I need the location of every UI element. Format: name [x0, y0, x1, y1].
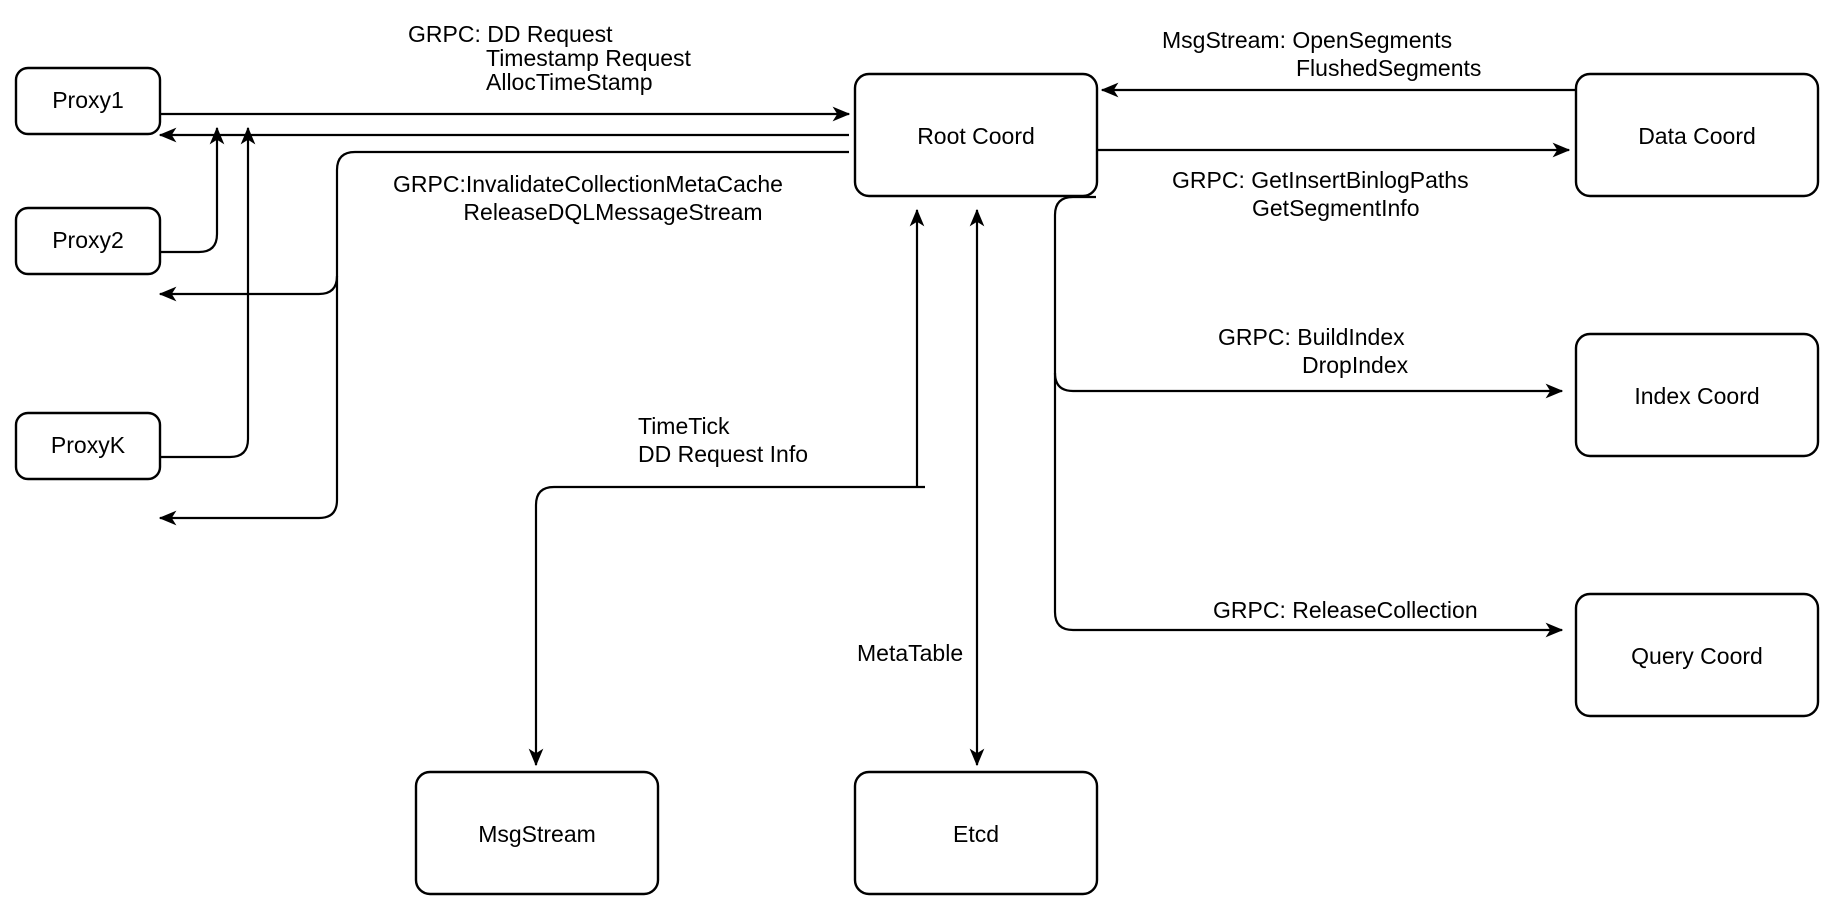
edge-label-proxy-to-root-line2: Timestamp Request — [486, 45, 692, 71]
node-root-coord[interactable] — [853, 72, 1099, 198]
edge-rootcoord-to-proxy2 — [158, 275, 339, 302]
node-msgstream-label: MsgStream — [478, 821, 596, 847]
edge-label-root-to-querycoord-line1: GRPC: ReleaseCollection — [1213, 597, 1478, 623]
edge-label-root-to-datacoord-line2: GetSegmentInfo — [1252, 195, 1420, 221]
edge-label-root-to-msgstream-line2: DD Request Info — [638, 441, 808, 467]
node-data-coord-label: Data Coord — [1638, 123, 1756, 149]
edge-rootcoord-to-indexcoord — [1053, 372, 1564, 399]
edge-proxy2-to-rootcoord — [160, 126, 225, 254]
edge-label-proxy-to-root-line3: AllocTimeStamp — [486, 69, 653, 95]
edge-label-root-to-indexcoord-line1: GRPC: BuildIndex — [1218, 324, 1405, 350]
edge-rootcoord-right-bus — [1053, 195, 1564, 638]
node-proxy1[interactable] — [14, 66, 162, 136]
node-index-coord-label: Index Coord — [1634, 383, 1759, 409]
edge-label-datacoord-to-root-line1: MsgStream: OpenSegments — [1162, 27, 1452, 53]
node-etcd[interactable] — [853, 770, 1099, 896]
node-root-coord-label: Root Coord — [917, 123, 1035, 149]
edge-rootcoord-to-proxyk — [158, 499, 339, 526]
node-proxy2-label: Proxy2 — [52, 227, 124, 253]
edge-rootcoord-return-bus — [335, 150, 849, 500]
node-query-coord[interactable] — [1574, 592, 1820, 718]
edge-label-root-to-proxy-line1: GRPC:InvalidateCollectionMetaCache — [393, 171, 783, 197]
edge-label-datacoord-to-root-line2: FlushedSegments — [1296, 55, 1481, 81]
edge-label-root-to-etcd-line1: MetaTable — [857, 640, 963, 666]
edge-rootcoord-to-msgstream — [528, 485, 925, 767]
node-msgstream[interactable] — [414, 770, 660, 896]
edge-label-root-to-indexcoord-line2: DropIndex — [1302, 352, 1409, 378]
edge-label-root-to-datacoord-line1: GRPC: GetInsertBinlogPaths — [1172, 167, 1469, 193]
node-query-coord-label: Query Coord — [1631, 643, 1763, 669]
node-index-coord[interactable] — [1574, 332, 1820, 458]
node-proxyk-label: ProxyK — [51, 432, 126, 458]
edge-label-root-to-msgstream-line1: TimeTick — [638, 413, 730, 439]
edge-label-root-to-proxy-line2: ReleaseDQLMessageStream — [463, 199, 762, 225]
edge-proxyk-to-rootcoord — [160, 126, 256, 459]
node-data-coord[interactable] — [1574, 72, 1820, 198]
node-proxy1-label: Proxy1 — [52, 87, 124, 113]
node-proxy2[interactable] — [14, 206, 162, 276]
node-proxyk[interactable] — [14, 411, 162, 481]
edge-label-proxy-to-root-line1: GRPC: DD Request — [408, 21, 613, 47]
node-etcd-label: Etcd — [953, 821, 999, 847]
